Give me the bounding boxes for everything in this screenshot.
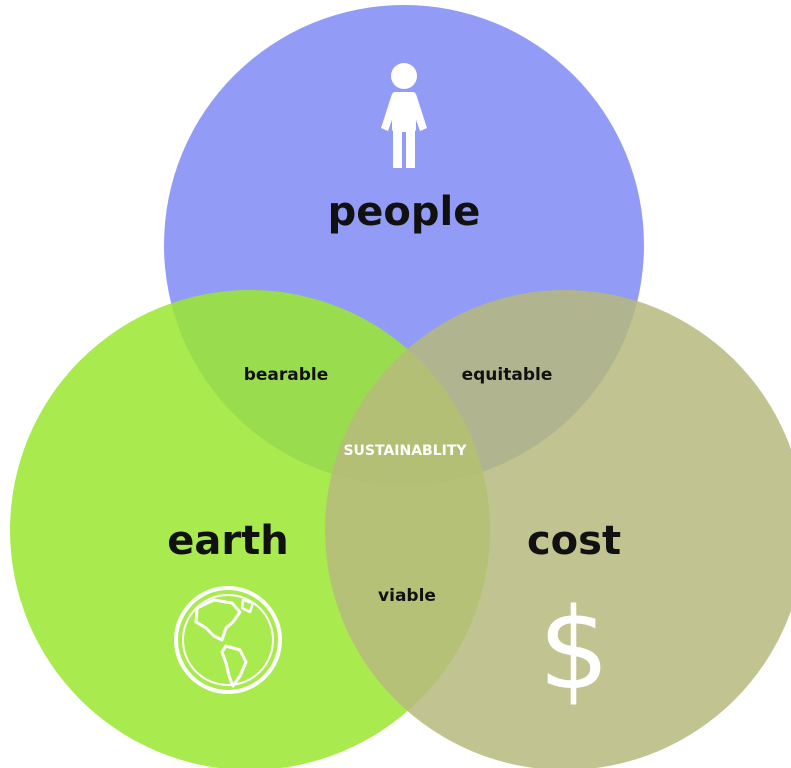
cost-label: cost — [527, 518, 621, 564]
globe-icon — [174, 586, 282, 694]
people-label: people — [328, 189, 481, 235]
dollar-icon: $ — [538, 585, 609, 715]
person-icon — [381, 63, 427, 168]
overlap-people-cost-label: equitable — [462, 365, 553, 385]
earth-label: earth — [167, 518, 288, 564]
overlap-earth-cost-label: viable — [378, 586, 436, 606]
overlap-people-earth-label: bearable — [244, 365, 329, 385]
cost-circle — [325, 290, 791, 768]
center-label: SUSTAINABLITY — [343, 443, 467, 459]
